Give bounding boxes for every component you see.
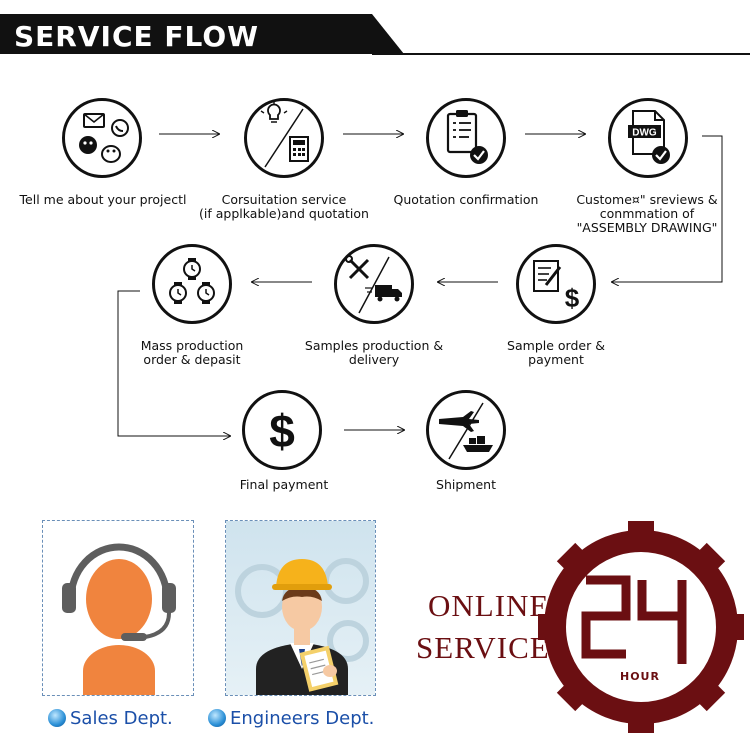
engineer-person-icon	[226, 521, 375, 695]
step-label-samples-production: Samples production & delivery	[304, 338, 444, 367]
step-label-project-inquiry: Tell me about your projectl	[19, 192, 187, 207]
step-label-quotation-confirmation: Quotation confirmation	[393, 192, 539, 207]
dwg-file-check-icon: DWG	[628, 110, 670, 164]
step-mass-production	[152, 244, 232, 324]
dwg-text: DWG	[632, 128, 657, 139]
sales-dept-card	[42, 520, 194, 696]
clipboard-check-icon	[446, 110, 488, 164]
online-text: ONLINE	[428, 588, 550, 623]
watches-icon	[169, 258, 215, 304]
header-bar	[0, 14, 750, 55]
service-text: SERVICE	[416, 630, 550, 665]
step-label-consultation: Corsuitation service (if applkable)and q…	[199, 192, 369, 221]
sales-dept-label[interactable]: Sales Dept.	[48, 708, 173, 729]
chat-apps-icon	[79, 113, 129, 163]
step-quotation-confirmation	[426, 98, 506, 178]
step-consultation	[244, 98, 324, 178]
arrow-s7-s8	[117, 290, 230, 436]
step-project-inquiry	[62, 98, 142, 178]
engineers-dept-card	[225, 520, 376, 696]
headset-person-icon	[62, 543, 176, 695]
step-drawing-review: DWG	[608, 98, 688, 178]
engineers-dept-label[interactable]: Engineers Dept.	[208, 708, 374, 729]
bubble-icon	[48, 709, 66, 727]
digital-24-number	[581, 575, 687, 664]
bubble-icon	[208, 709, 226, 727]
step-label-sample-order: Sample order & payment	[507, 338, 605, 367]
step-label-shipment: Shipment	[436, 477, 496, 492]
svg-text:$: $	[565, 283, 580, 313]
step-label-mass-production: Mass production order & depasit	[140, 338, 244, 367]
order-dollar-icon: $	[533, 260, 580, 313]
arrow-s4-s5	[612, 135, 723, 282]
step-label-drawing-review: Custome¤" sreviews & conmmation of "ASSE…	[576, 192, 718, 235]
page-title: SERVICE FLOW	[14, 20, 260, 53]
step-label-final-payment: Final payment	[239, 477, 329, 492]
gear-icon	[538, 521, 744, 733]
header-banner: SERVICE FLOW	[0, 0, 750, 62]
step-shipment	[426, 390, 506, 470]
step-sample-order: $	[516, 244, 596, 324]
svg-text:$: $	[269, 405, 295, 457]
idea-calculator-icon	[260, 102, 309, 168]
step-final-payment: $	[242, 390, 322, 470]
step-samples-production	[334, 244, 414, 324]
hour-label: HOUR	[620, 670, 660, 683]
plane-ship-icon	[439, 402, 493, 460]
tools-truck-icon	[345, 255, 402, 314]
dollar-icon: $	[269, 405, 295, 457]
